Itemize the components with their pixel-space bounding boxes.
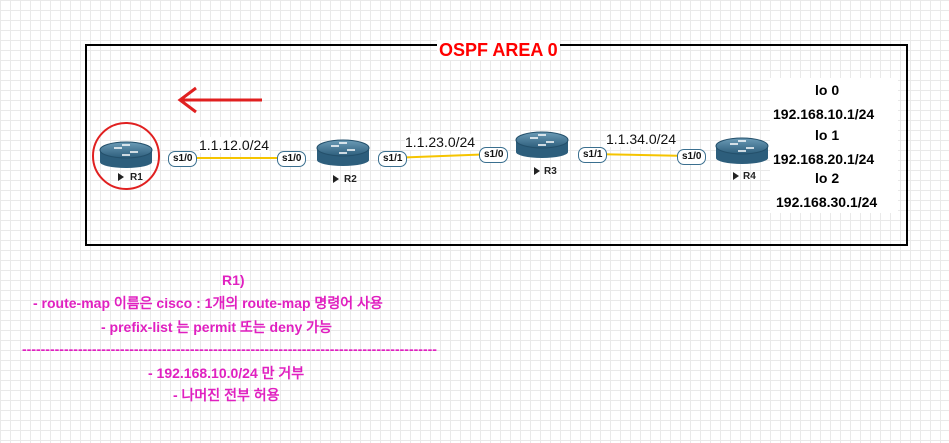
r1-iface-s1-0: s1/0: [168, 151, 198, 167]
r3-iface-s1-1: s1/1: [578, 147, 608, 163]
notes-heading: R1): [222, 272, 245, 288]
area-title: OSPF AREA 0: [437, 40, 560, 60]
router-r2-icon: [316, 139, 370, 166]
router-r1-name: R1: [130, 172, 143, 183]
router-r3-icon: [515, 131, 569, 158]
r1-play-icon: [118, 173, 124, 181]
red-arrow-icon: [177, 86, 262, 114]
notes-line-1: - route-map 이름은 cisco : 1개의 route-map 명령…: [33, 295, 383, 311]
router-r2-name: R2: [344, 174, 357, 185]
router-r3-name: R3: [544, 166, 557, 177]
r2-play-icon: [333, 175, 339, 183]
notes-line-2: - prefix-list 는 permit 또는 deny 가능: [101, 319, 332, 335]
link-r2-r3-network: 1.1.23.0/24: [405, 134, 476, 150]
link-r1-r2-network: 1.1.12.0/24: [199, 137, 270, 153]
r4-play-icon: [733, 172, 739, 180]
router-r4-name: R4: [743, 171, 756, 182]
notes-line-4: - 나머진 전부 허용: [173, 387, 280, 403]
notes-line-3: - 192.168.10.0/24 만 거부: [148, 365, 305, 381]
r3-iface-s1-0: s1/0: [479, 147, 509, 163]
loopback-1-name: lo 1: [815, 127, 840, 143]
router-r4-icon: [715, 137, 769, 164]
loopback-2-name: lo 2: [815, 170, 840, 186]
r2-iface-s1-1: s1/1: [378, 151, 408, 167]
r4-iface-s1-0: s1/0: [677, 149, 707, 165]
r1-highlight-circle: [92, 122, 160, 190]
loopback-2-addr: 192.168.30.1/24: [776, 194, 878, 210]
link-r3-r4-network: 1.1.34.0/24: [606, 131, 677, 147]
loopback-1-addr: 192.168.20.1/24: [773, 151, 875, 167]
loopback-0-addr: 192.168.10.1/24: [773, 106, 875, 122]
router-r1-icon: [99, 141, 153, 168]
loopback-0-name: lo 0: [815, 82, 840, 98]
r3-play-icon: [534, 167, 540, 175]
r2-iface-s1-0: s1/0: [277, 151, 307, 167]
link-r2-r3: [389, 153, 496, 159]
notes-divider: ----------------------------------------…: [22, 341, 437, 357]
loopback-panel: [770, 78, 898, 213]
